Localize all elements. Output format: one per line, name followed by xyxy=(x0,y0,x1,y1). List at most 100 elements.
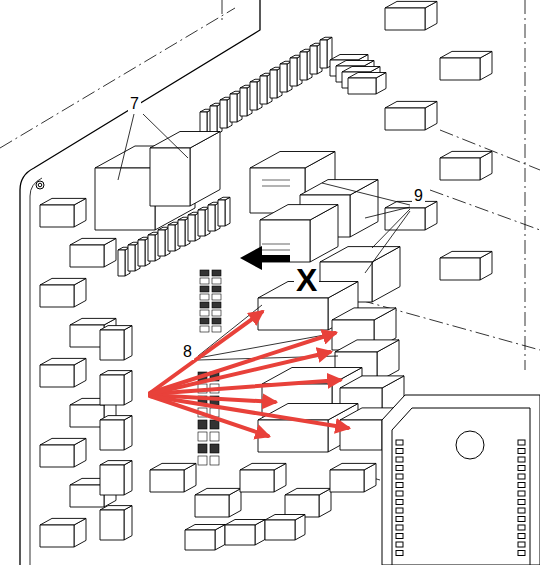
module-pin xyxy=(518,551,525,556)
fuse-front xyxy=(218,200,225,226)
connector xyxy=(40,438,86,467)
connector xyxy=(440,151,492,180)
connector xyxy=(100,461,132,495)
module-pin xyxy=(396,474,403,479)
module-pin xyxy=(518,517,525,522)
connector-front xyxy=(100,330,124,360)
relay-9-top xyxy=(260,205,338,220)
leader-lines xyxy=(118,114,410,360)
connector-front xyxy=(40,445,74,467)
connector-side xyxy=(124,506,132,540)
module-pin xyxy=(518,508,525,513)
connector xyxy=(385,101,437,130)
fuse-front xyxy=(148,235,155,261)
connector xyxy=(348,73,386,95)
connector xyxy=(440,251,492,280)
connector-top xyxy=(185,525,225,531)
connector xyxy=(240,463,286,492)
relay-8-front xyxy=(340,420,382,450)
connector xyxy=(385,201,437,230)
module-pin xyxy=(518,525,525,530)
module-pin xyxy=(518,449,525,454)
terminal xyxy=(198,432,207,441)
module-body xyxy=(382,395,540,565)
relay-9 xyxy=(260,205,338,262)
connector xyxy=(440,51,492,80)
terminal xyxy=(200,310,209,316)
connector-front xyxy=(100,465,124,495)
relay-7-top xyxy=(150,132,220,149)
relay-8-front xyxy=(258,298,328,330)
module-pin xyxy=(518,474,525,479)
terminal xyxy=(212,302,221,308)
connector xyxy=(195,488,241,517)
terminal xyxy=(200,294,209,300)
connector-side xyxy=(124,461,132,495)
terminal xyxy=(212,294,221,300)
module xyxy=(382,395,540,565)
connector-top xyxy=(385,201,437,208)
connector-front xyxy=(40,205,74,227)
fuse-front xyxy=(138,240,145,266)
connector-front xyxy=(40,365,74,387)
connector-top xyxy=(40,278,86,285)
connector xyxy=(100,506,132,540)
relay-marking xyxy=(262,186,290,187)
connector xyxy=(40,278,86,307)
connector xyxy=(265,515,305,541)
terminal xyxy=(212,286,221,292)
module-pin xyxy=(396,491,403,496)
connector-side xyxy=(124,326,132,360)
connector-top xyxy=(195,488,241,495)
connector-front xyxy=(240,470,274,492)
fuse-front xyxy=(240,88,247,116)
terminal xyxy=(212,270,221,276)
terminal xyxy=(200,270,209,276)
connector-top xyxy=(440,51,492,58)
module-pin xyxy=(518,491,525,496)
connector-front xyxy=(40,525,74,547)
fuse-front xyxy=(260,76,267,104)
fuse-front xyxy=(128,245,135,271)
module-pin xyxy=(518,542,525,547)
connector xyxy=(100,326,132,360)
fuse-front xyxy=(158,230,165,256)
terminal xyxy=(200,278,209,284)
connector-front xyxy=(440,258,480,280)
relay-7-front xyxy=(150,148,190,206)
fuse-side xyxy=(225,197,230,226)
direction-arrow xyxy=(240,246,290,270)
connector-front xyxy=(265,520,295,540)
relay-7 xyxy=(150,132,220,207)
fuse-front xyxy=(230,94,237,122)
connector xyxy=(185,525,225,551)
connector xyxy=(100,371,132,405)
terminal xyxy=(198,456,207,465)
module-pin xyxy=(518,483,525,488)
module-pin xyxy=(396,551,403,556)
mount-hole xyxy=(36,181,44,189)
fuse-front xyxy=(250,82,257,110)
connector xyxy=(40,518,86,547)
connector-front xyxy=(330,470,364,492)
fuse-front xyxy=(208,205,215,231)
module-pin xyxy=(396,449,403,454)
connector-front xyxy=(225,525,255,545)
callout-number: 8 xyxy=(181,344,194,360)
connector-top xyxy=(100,461,132,465)
fuse-front xyxy=(300,52,307,80)
module-pin xyxy=(396,508,403,513)
connector-front xyxy=(40,285,74,307)
connector xyxy=(385,1,437,30)
connector-top xyxy=(385,1,437,8)
module-pin xyxy=(396,457,403,462)
connector-top xyxy=(240,463,286,470)
connector-top xyxy=(40,358,86,365)
fuse-front xyxy=(118,250,125,276)
module-pin xyxy=(396,525,403,530)
module-pin xyxy=(396,500,403,505)
module-pin xyxy=(396,517,403,522)
module-pin xyxy=(396,483,403,488)
module-pin xyxy=(396,466,403,471)
